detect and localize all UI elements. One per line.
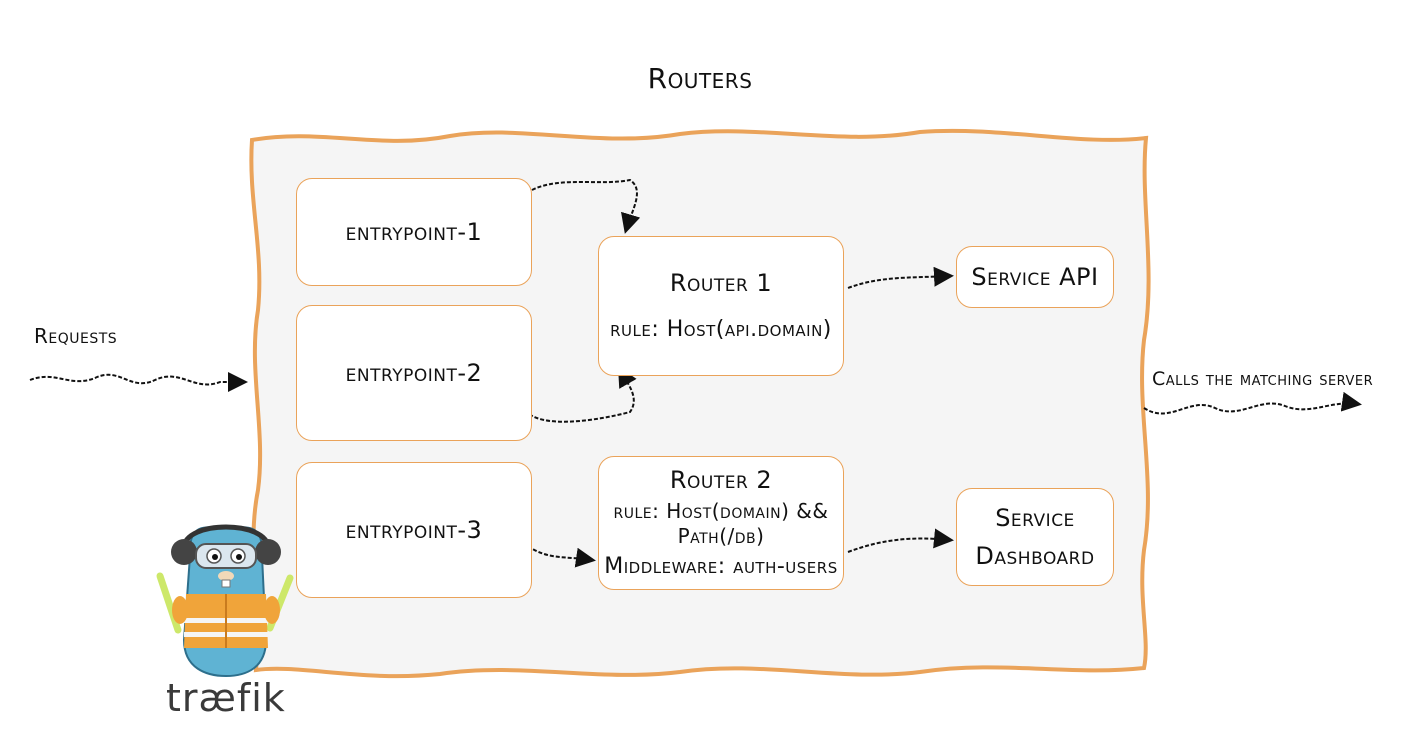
calls-arrow [1143,391,1362,415]
router-1-box: Router 1 rule: Host(api.domain) [598,236,844,376]
entrypoint-1-label: entrypoint-1 [345,218,483,246]
requests-arrow [29,372,248,392]
gopher-mascot-icon [156,524,294,678]
router-2-name: Router 2 [669,466,773,495]
service-api-label: Service API [971,263,1099,291]
diagram-title: Routers [647,62,753,95]
traefik-logo-text: træfik [166,676,286,720]
arrow-router2-service-dashboard [847,528,954,553]
entrypoint-3-box: entrypoint-3 [296,462,532,598]
router-1-name: Router 1 [669,269,773,298]
entrypoint-2-label: entrypoint-2 [345,359,483,387]
arrow-ep3-router2 [527,545,596,568]
router-2-rule: rule: Host(domain) && Path(/db) [613,499,829,549]
router-2-box: Router 2 rule: Host(domain) && Path(/db)… [598,456,844,590]
service-api-box: Service API [956,246,1114,308]
entrypoint-3-label: entrypoint-3 [345,516,483,544]
arrow-router1-service-api [847,266,954,289]
service-dashboard-line2: Dashboard [975,542,1095,570]
service-dashboard-line1: Service [995,504,1075,532]
router-1-rule: rule: Host(api.domain) [610,317,832,343]
requests-label: Requests [34,324,118,348]
service-dashboard-box: Service Dashboard [956,488,1114,586]
entrypoint-1-box: entrypoint-1 [296,178,532,286]
arrow-ep1-router1 [531,178,641,234]
arrow-ep2-router1 [524,366,637,423]
calls-label: Calls the matching server [1152,368,1374,390]
router-2-middleware: Middleware: auth-users [604,554,838,580]
entrypoint-2-box: entrypoint-2 [296,305,532,441]
